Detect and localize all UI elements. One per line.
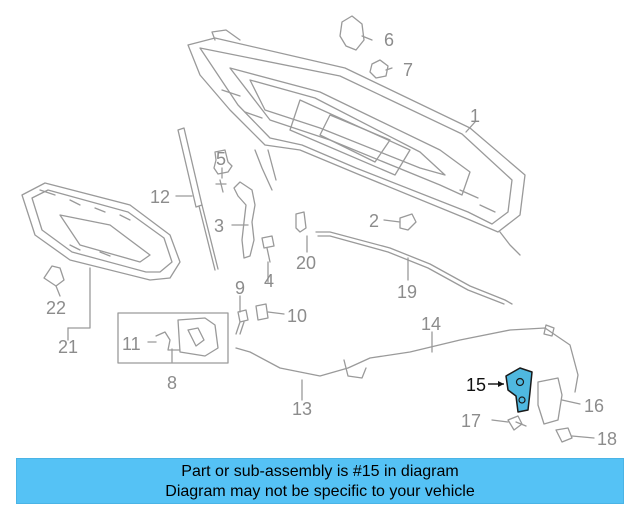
callout-9: 9 bbox=[235, 278, 246, 298]
parts-diagram bbox=[21, 15, 595, 443]
hinge-bolt bbox=[261, 235, 275, 263]
callout-19: 19 bbox=[397, 282, 418, 302]
callout-17: 17 bbox=[461, 411, 482, 431]
callout-14: 14 bbox=[421, 314, 442, 334]
callout-10: 10 bbox=[287, 306, 308, 326]
callout-13: 13 bbox=[292, 399, 313, 419]
callout-5: 5 bbox=[216, 149, 227, 169]
hood-hinge bbox=[233, 181, 256, 259]
callout-3: 3 bbox=[214, 216, 225, 236]
ball-stud bbox=[213, 149, 233, 193]
latch-cable-11 bbox=[155, 331, 181, 351]
callout-2: 2 bbox=[369, 211, 380, 231]
bolt-17 bbox=[507, 415, 527, 431]
banner-line-2: Diagram may not be specific to your vehi… bbox=[165, 483, 475, 500]
hood-bumper bbox=[295, 211, 307, 233]
leader-lines bbox=[55, 35, 595, 439]
latch-body bbox=[177, 317, 219, 357]
bolt-9 bbox=[235, 309, 249, 335]
callout-18: 18 bbox=[597, 429, 618, 449]
callout-11: 11 bbox=[122, 334, 141, 354]
callout-15: 15 bbox=[466, 375, 487, 395]
callout-6: 6 bbox=[384, 30, 395, 50]
release-cable bbox=[235, 327, 579, 393]
info-banner: Part or sub-assembly is #15 in diagram D… bbox=[16, 458, 624, 504]
callout-4: 4 bbox=[264, 271, 275, 291]
callout-8: 8 bbox=[167, 373, 178, 393]
hood-support-strut bbox=[177, 127, 219, 271]
banner-line-1: Part or sub-assembly is #15 in diagram bbox=[181, 463, 459, 480]
bracket-16 bbox=[537, 377, 563, 425]
hood-panel bbox=[187, 29, 526, 256]
callout-16: 16 bbox=[584, 396, 605, 416]
bumper-7 bbox=[369, 59, 389, 79]
callout-1: 1 bbox=[470, 106, 481, 126]
insulator-clip bbox=[43, 265, 65, 287]
callout-21: 21 bbox=[58, 337, 79, 357]
hood-insulator bbox=[21, 182, 181, 281]
callout-7: 7 bbox=[403, 60, 414, 80]
callout-22: 22 bbox=[46, 298, 67, 318]
part-15-highlight bbox=[488, 367, 533, 413]
clip-10 bbox=[255, 303, 269, 321]
latch-group-box bbox=[117, 312, 229, 364]
callout-20: 20 bbox=[296, 253, 317, 273]
stud-2 bbox=[399, 213, 417, 231]
callout-12: 12 bbox=[150, 187, 171, 207]
release-handle bbox=[339, 15, 365, 51]
clip-18 bbox=[555, 427, 573, 443]
